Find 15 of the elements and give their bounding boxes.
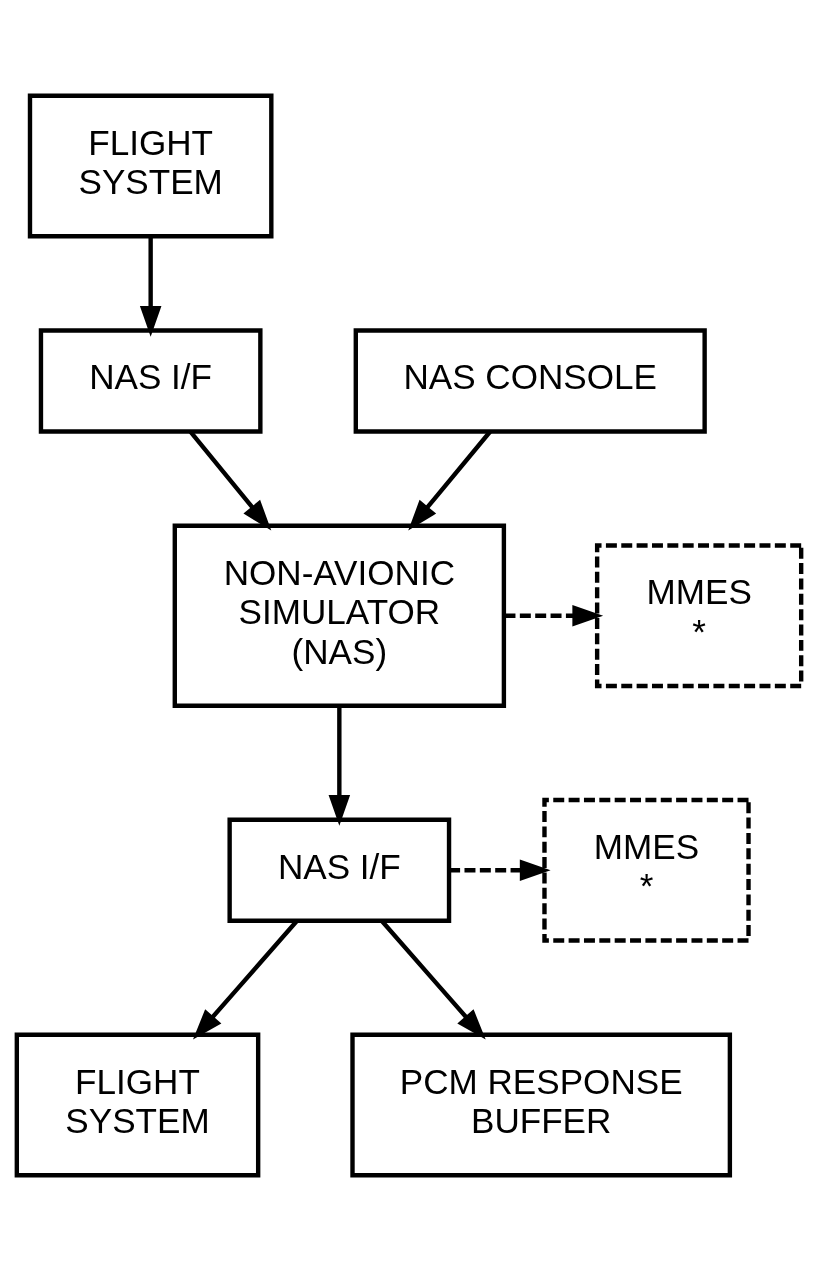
node-box: MMES * bbox=[542, 797, 751, 943]
node-box: FLIGHT SYSTEM bbox=[27, 93, 274, 239]
arrow bbox=[188, 430, 272, 531]
arrow bbox=[449, 859, 551, 882]
node-box: NAS I/F bbox=[38, 328, 263, 434]
node-box: NAS CONSOLE bbox=[353, 328, 707, 434]
node-box: NON-AVIONIC SIMULATOR (NAS) bbox=[172, 523, 507, 708]
node-box: NAS I/F bbox=[227, 817, 452, 923]
node-box: PCM RESPONSE BUFFER bbox=[350, 1032, 733, 1178]
arrow bbox=[328, 706, 351, 826]
node-box: FLIGHT SYSTEM bbox=[14, 1032, 261, 1178]
arrow bbox=[139, 236, 162, 337]
arrow bbox=[504, 604, 604, 627]
arrow bbox=[408, 430, 492, 531]
node-box: MMES * bbox=[594, 543, 804, 689]
